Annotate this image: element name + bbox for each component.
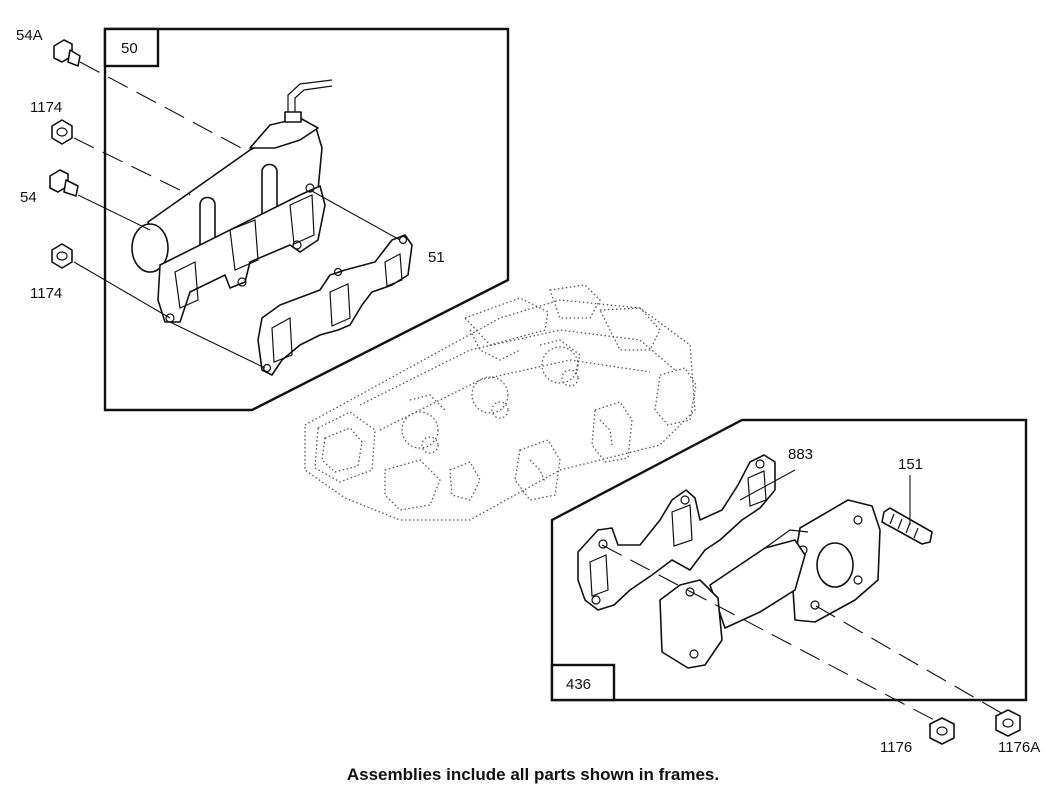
nut-1174-upper (51, 119, 73, 145)
label-1174-upper: 1174 (30, 99, 62, 116)
manifold-gasket-lower (577, 454, 776, 611)
label-54A: 54A (16, 27, 43, 44)
label-883: 883 (788, 446, 813, 463)
nut-1176 (929, 717, 955, 745)
diagram-caption: Assemblies include all parts shown in fr… (347, 765, 719, 784)
label-1176A: 1176A (998, 739, 1040, 756)
label-151: 151 (898, 456, 923, 473)
label-1176: 1176 (880, 739, 912, 756)
nut-1176A (995, 709, 1021, 737)
frame-label-436: 436 (566, 676, 591, 693)
exhaust-manifold (131, 79, 333, 323)
upper-assembly-frame: 50 (103, 27, 510, 412)
label-1174-lower: 1174 (30, 285, 62, 302)
frame-label-50: 50 (121, 40, 138, 57)
cylinder-head-outline (304, 284, 697, 521)
stud-151 (881, 507, 933, 545)
label-54: 54 (20, 189, 37, 206)
manifold-gasket-upper (257, 234, 413, 376)
lower-assembly-frame: 436 (550, 418, 1028, 702)
bolt-54 (49, 169, 79, 197)
bolt-54A (53, 39, 81, 67)
label-51: 51 (428, 249, 445, 266)
nut-1174-lower (51, 243, 73, 269)
exhaust-adapter (659, 499, 881, 669)
